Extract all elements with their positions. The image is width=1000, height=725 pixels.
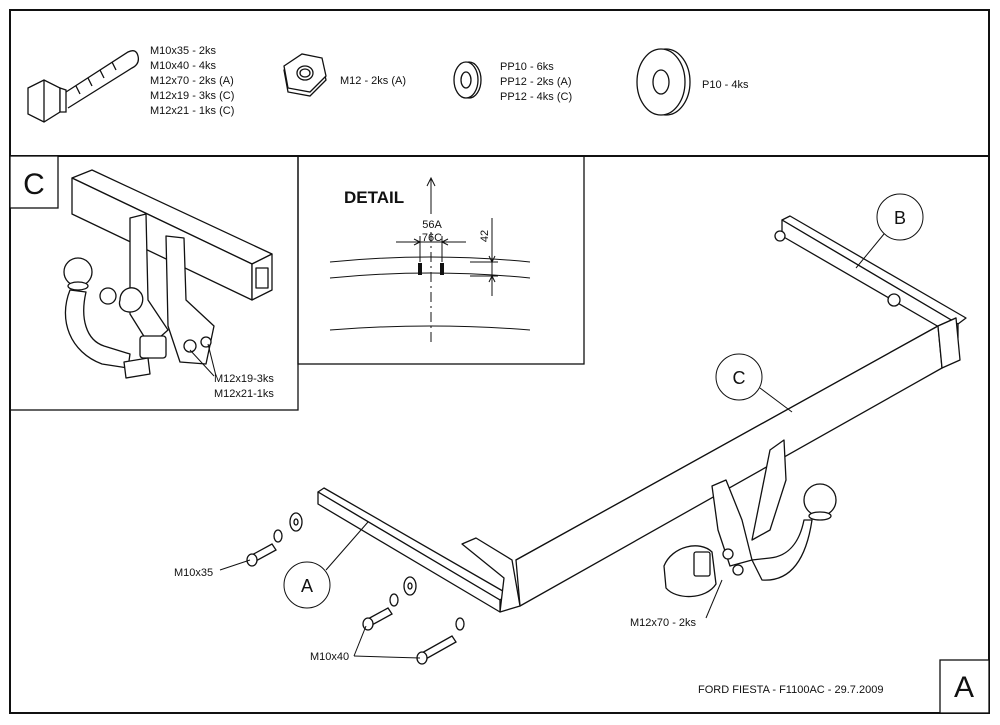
parts-bolt-line-3: M12x70 - 2ks (A) [150,75,234,87]
parts-bolt-line-5: M12x21 - 1ks (C) [150,105,234,117]
label-m10x35: M10x35 [174,567,213,579]
parts-nut-label: M12 - 2ks (A) [340,75,406,87]
parts-large-washer-label: P10 - 4ks [702,79,749,91]
callout-a: A [283,521,369,609]
view-c-bolt-label-1: M12x19-3ks [214,373,274,385]
detail-dim-42: 42 [479,230,491,242]
parts-nut-icon [283,53,327,97]
callout-b-label: B [894,208,906,228]
view-c-leader-2 [189,349,215,377]
detail-dim-76c: 76C [422,232,442,244]
parts-small-washer-line-1: PP10 - 6ks [500,61,554,73]
view-c-leader-1 [207,343,217,377]
parts-bolt-icon [27,50,140,123]
main-hardware-a [246,512,465,665]
sheet-letter-box [939,659,990,714]
parts-bolt-line-2: M10x40 - 4ks [150,60,217,72]
parts-small-washer-line-2: PP12 - 2ks (A) [500,76,572,88]
label-m12x70: M12x70 - 2ks [630,617,697,629]
parts-bolt-line-4: M12x19 - 3ks (C) [150,90,234,102]
callout-c: C [715,353,793,413]
parts-large-washer-icon [636,48,691,116]
detail-dim-56a: 56A [422,219,442,231]
view-c-letter: C [23,168,45,201]
detail-dimension-56a [396,236,466,262]
view-c-letter-box [9,155,59,209]
main-towbar-assembly [317,215,967,613]
detail-frame [297,155,585,365]
callout-c-label: C [733,368,746,388]
view-c-towbar-assembly [63,169,273,379]
detail-dimension-42 [470,218,498,296]
sheet-letter: A [954,671,974,704]
leader-lines [219,559,723,659]
title-block-text: FORD FIESTA - F1100AC - 29.7.2009 [698,684,883,696]
view-c-bolt-label-2: M12x21-1ks [214,388,274,400]
parts-bolt-list: M10x35 - 2ks M10x40 - 4ks M12x70 - 2ks (… [150,45,234,117]
callout-a-label: A [301,576,313,596]
detail-arrow-up [426,176,436,214]
label-m10x40: M10x40 [310,651,349,663]
parts-small-washer-icon [453,61,482,99]
callout-b: B [855,193,924,269]
parts-small-washer-list: PP10 - 6ks PP12 - 2ks (A) PP12 - 4ks (C) [500,61,572,103]
detail-title: DETAIL [344,188,404,207]
parts-bolt-line-1: M10x35 - 2ks [150,45,217,57]
detail-reference-lines [329,232,531,344]
parts-small-washer-line-3: PP12 - 4ks (C) [500,91,572,103]
detail-marks [418,263,444,275]
